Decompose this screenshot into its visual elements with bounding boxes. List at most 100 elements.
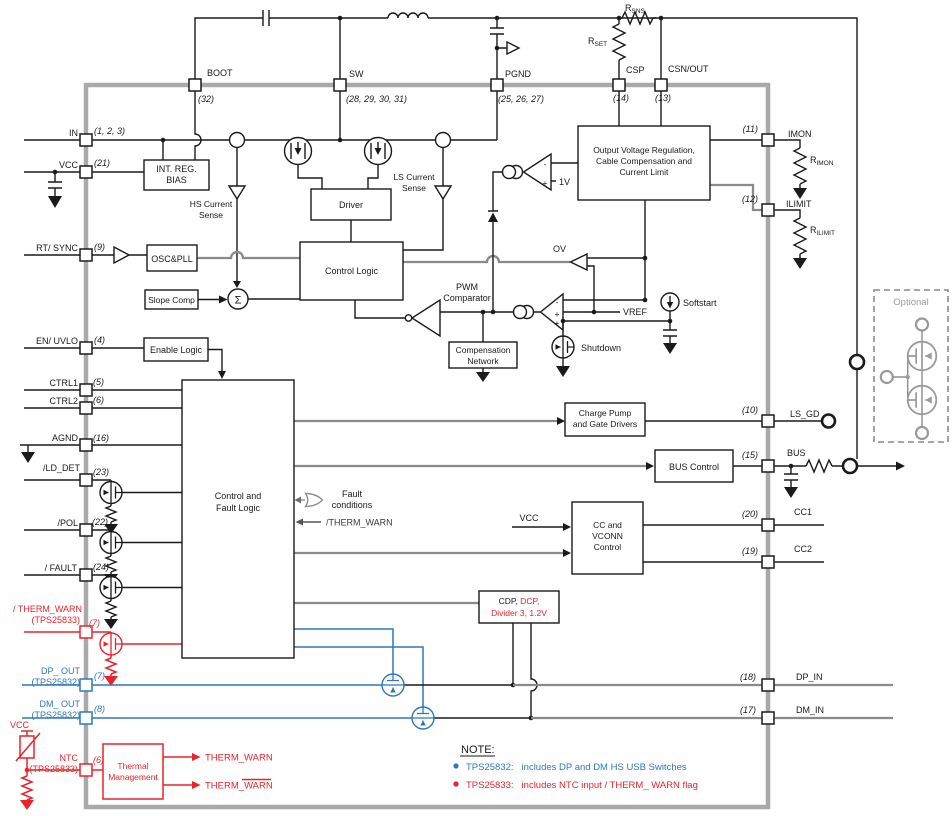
pin-dm-out [79, 711, 93, 725]
svg-text:DP_ OUT: DP_ OUT [41, 666, 81, 676]
svg-text:+: + [555, 309, 560, 319]
shutdown-fet-icon [551, 335, 575, 359]
block-osc-pll: OSC&PLL [146, 244, 198, 272]
svg-text:(1, 2, 3): (1, 2, 3) [94, 126, 125, 136]
hs-sense-tap-icon [228, 131, 246, 149]
therm-warn-input-label: /THERM_WARN [326, 518, 393, 528]
vcc-cc-label: VCC [519, 513, 539, 523]
svg-text:INT. REG.: INT. REG. [156, 164, 197, 174]
svg-text:(7): (7) [94, 671, 105, 681]
bus-resistor-icon [805, 458, 833, 474]
or-gate-icon [304, 492, 324, 508]
pin-vcc [79, 165, 93, 179]
therm-warn-out-label: THERM_WARN [205, 753, 273, 764]
block-charge-pump: Charge Pump and Gate Drivers [564, 402, 646, 437]
svg-text:OSC&PLL: OSC&PLL [151, 254, 193, 264]
block-slope-comp: Slope Comp [144, 289, 199, 310]
svg-text:CC and: CC and [593, 520, 622, 530]
pin-ls-gd [761, 414, 775, 428]
arrowhead [646, 462, 654, 470]
svg-text:(8): (8) [94, 704, 105, 714]
svg-text:BUS: BUS [787, 448, 806, 458]
svg-text:Compensation: Compensation [456, 345, 511, 355]
pins-left: IN (1, 2, 3) VCC (21) RT/ SYNC (9) EN/ U… [13, 126, 125, 777]
svg-text:(TPS25833): (TPS25833) [31, 615, 80, 625]
ground-icon [48, 196, 62, 208]
svg-text:(23): (23) [93, 467, 109, 477]
svg-text:CC2: CC2 [794, 544, 812, 554]
pin-fault [79, 568, 93, 582]
pin-pgnd [490, 78, 504, 92]
pin-dm-in [761, 711, 775, 725]
bullet-icon [453, 781, 459, 787]
arrowhead [896, 461, 905, 471]
arrowhead [557, 417, 565, 425]
svg-text:(11): (11) [743, 124, 758, 134]
svg-text:LS_GD: LS_GD [790, 409, 820, 419]
pins-top: BOOT (32) SW (28, 29, 30, 31) PGND (25, … [188, 64, 709, 104]
note-item-tps25832: TPS25832:includes DP and DM HS USB Switc… [466, 762, 687, 773]
svg-text:(16): (16) [93, 433, 109, 443]
ground-icon [21, 452, 35, 463]
inductor-icon [387, 12, 429, 19]
pin-dp-in [761, 678, 775, 692]
svg-text:Comparator: Comparator [443, 293, 491, 303]
svg-text:(13): (13) [655, 93, 671, 103]
vcc-capacitor-icon [48, 172, 62, 196]
svg-text:Enable Logic: Enable Logic [150, 345, 203, 355]
block-driver: Driver [310, 188, 392, 221]
svg-text:Sense: Sense [199, 210, 223, 220]
block-int-reg-bias: INT. REG. BIAS [143, 159, 210, 191]
svg-text:Control and: Control and [215, 491, 262, 501]
ov-comparator-icon [568, 252, 588, 272]
svg-text:CC1: CC1 [794, 507, 812, 517]
sigma-label: Σ [235, 295, 242, 307]
shutdown-label: Shutdown [581, 343, 621, 353]
pwm-comparator-icon [410, 298, 441, 338]
bullet-icon [453, 763, 459, 769]
arrowhead [233, 281, 241, 288]
svg-text:(24): (24) [93, 562, 109, 572]
pin-dp-out [79, 678, 93, 692]
svg-text:/POL: /POL [57, 518, 78, 528]
arrowhead [295, 518, 303, 526]
pin-ctrl1 [79, 383, 93, 397]
svg-text:Output Voltage Regulation,: Output Voltage Regulation, [593, 145, 695, 155]
resistor-icon [104, 555, 118, 573]
svg-text:(TPS25832): (TPS25832) [31, 710, 80, 720]
bus-terminal-icon [841, 457, 859, 475]
svg-text:conditions: conditions [332, 500, 373, 510]
svg-text:ILIMIT: ILIMIT [786, 199, 812, 209]
arrowhead [294, 496, 301, 504]
ground-icon [784, 487, 798, 498]
svg-text:(10): (10) [742, 405, 758, 415]
rilimit-resistor-icon [792, 217, 808, 255]
arrowhead [218, 371, 226, 379]
pin-ld-det [79, 473, 93, 487]
arrowhead [563, 549, 571, 557]
arrowhead [219, 295, 228, 304]
cable-comp-amp-icon [522, 152, 552, 192]
hs-sense-amp-icon [227, 185, 247, 201]
svg-text:CTRL1: CTRL1 [49, 378, 78, 388]
dp-switch-fet-icon [381, 673, 405, 697]
ground-icon [793, 188, 807, 199]
svg-text:CSP: CSP [626, 65, 645, 75]
rset-label: RSET [588, 36, 607, 48]
note-title: NOTE: [461, 744, 495, 756]
svg-text:(25, 26, 27): (25, 26, 27) [498, 94, 544, 104]
ground-icon [476, 372, 490, 382]
external-right-circuit: RIMON RILIMIT Optional [643, 139, 949, 720]
pin-ntc [79, 763, 93, 777]
pin-rt-sync [79, 248, 93, 262]
svg-text:Slope Comp: Slope Comp [148, 295, 195, 305]
svg-text:PGND: PGND [505, 69, 532, 79]
svg-text:Control: Control [594, 542, 622, 552]
svg-text:Current Limit: Current Limit [620, 167, 669, 177]
svg-text:/LD_DET: /LD_DET [43, 463, 81, 473]
block-thermal-management: Thermal Management [102, 743, 164, 800]
pin-csp [612, 78, 626, 92]
svg-text:(20): (20) [742, 509, 758, 519]
fault-conditions-label: Fault [342, 489, 363, 499]
svg-text:/ THERM_WARN: / THERM_WARN [13, 604, 82, 614]
